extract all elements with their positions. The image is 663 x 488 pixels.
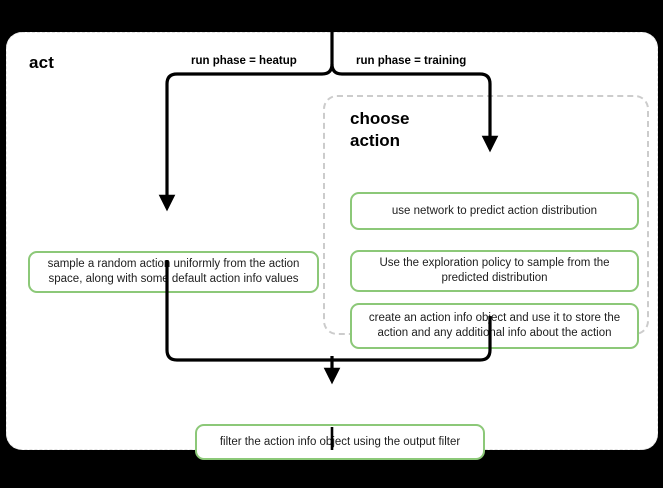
edge-label-training: run phase = training bbox=[356, 55, 467, 67]
act-container: act choose action sample a random action… bbox=[6, 32, 658, 460]
node-use-network-predict[interactable]: use network to predict action distributi… bbox=[350, 192, 639, 230]
node-sample-random-action[interactable]: sample a random action uniformly from th… bbox=[28, 251, 319, 293]
node-filter-action-info[interactable]: filter the action info object using the … bbox=[195, 424, 485, 460]
node-create-action-info[interactable]: create an action info object and use it … bbox=[350, 303, 639, 349]
edge-label-heatup: run phase = heatup bbox=[191, 55, 297, 67]
act-title: act bbox=[29, 53, 55, 72]
choose-action-title: choose action bbox=[350, 109, 410, 150]
node-exploration-policy[interactable]: Use the exploration policy to sample fro… bbox=[350, 250, 639, 292]
